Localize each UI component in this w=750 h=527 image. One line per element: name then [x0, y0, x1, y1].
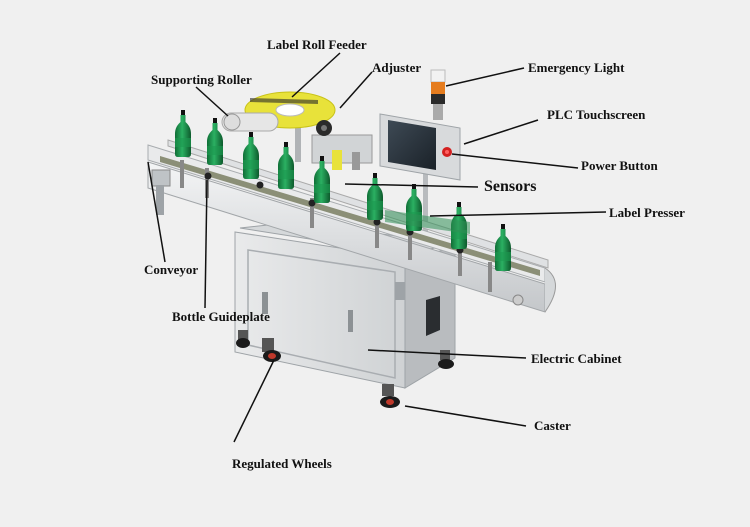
sensors-label: Sensors [484, 178, 537, 195]
wheels [236, 330, 454, 408]
control-post [379, 69, 461, 245]
bottle-guideplate-label: Bottle Guideplate [172, 309, 270, 324]
conveyor-label: Conveyor [144, 262, 199, 277]
regulated-wheels-label: Regulated Wheels [232, 456, 332, 471]
callout-lines [147, 52, 607, 443]
supporting-roller-label: Supporting Roller [151, 72, 252, 87]
emergency-light-label: Emergency Light [528, 60, 625, 75]
adjuster-label: Adjuster [372, 60, 422, 75]
plc-touchscreen-label: PLC Touchscreen [547, 107, 646, 122]
caster-label: Caster [534, 418, 571, 433]
power-button-label: Power Button [581, 158, 658, 173]
label-presser-part [385, 210, 470, 234]
label-roll-mechanism [221, 91, 373, 170]
label-presser-label: Label Presser [609, 205, 685, 220]
label-roll-feeder-label: Label Roll Feeder [267, 37, 367, 52]
electric-cabinet-label: Electric Cabinet [531, 351, 622, 366]
